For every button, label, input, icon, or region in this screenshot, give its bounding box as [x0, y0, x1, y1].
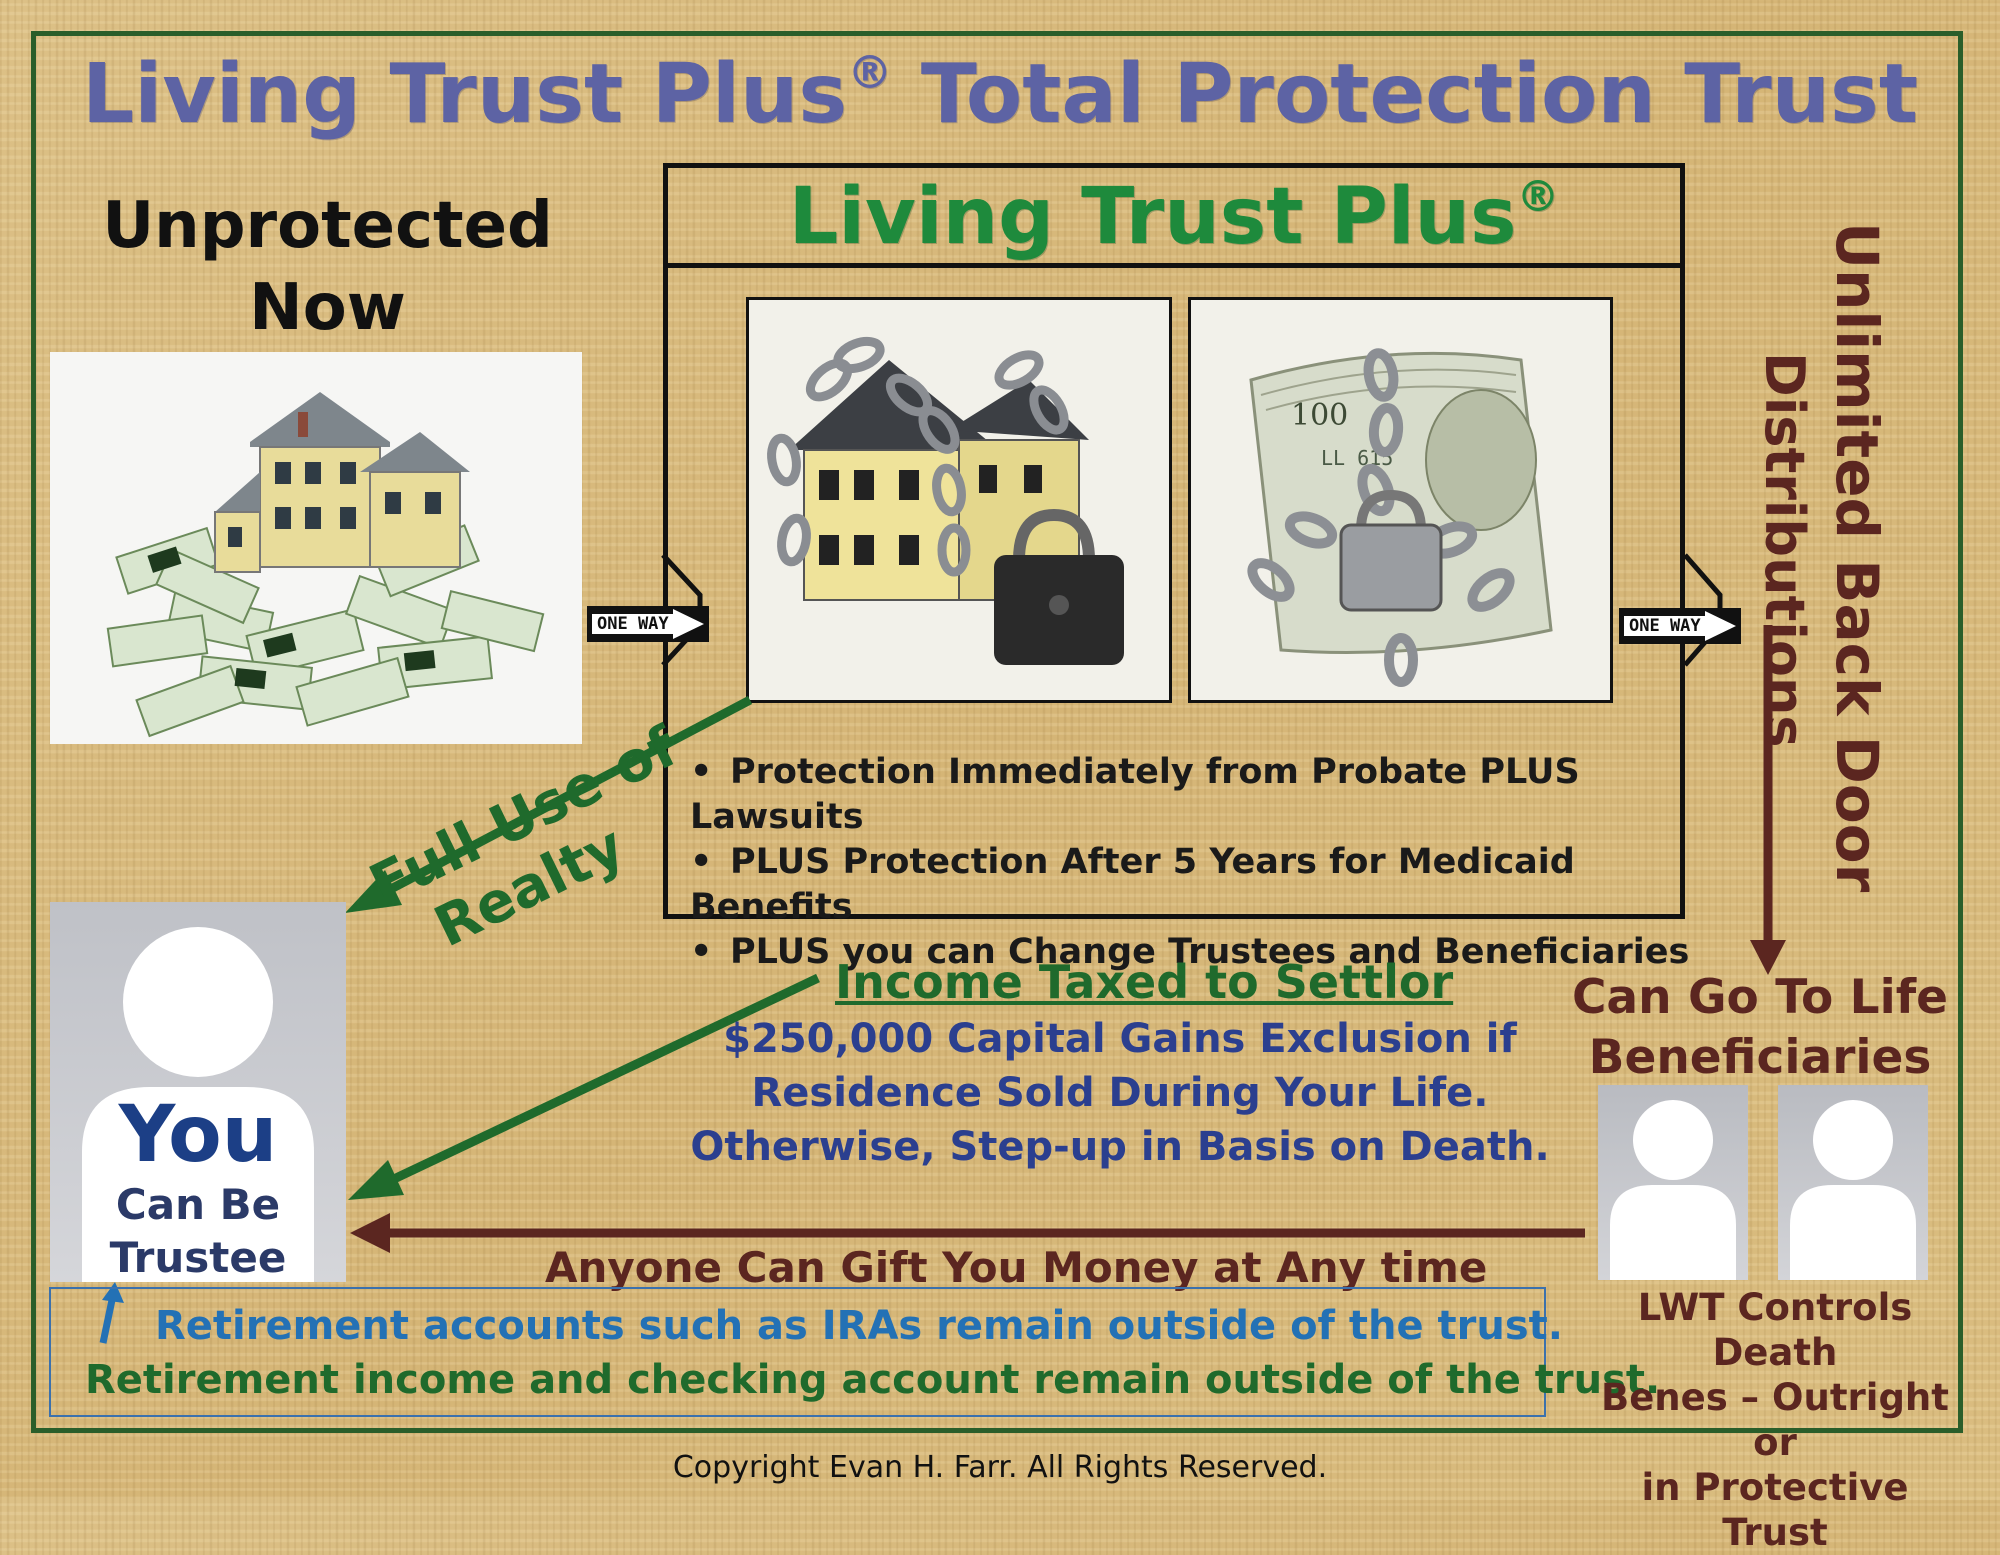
- title-main: Living Trust Plus: [81, 46, 848, 142]
- trust-benefits-list: Protection Immediately from Probate PLUS…: [690, 750, 1690, 975]
- one-way-sign-right: ONE WAY: [1619, 608, 1741, 644]
- unprotected-line1: Unprotected: [102, 189, 553, 263]
- one-way-sign-left: ONE WAY: [587, 606, 709, 642]
- title-registered-mark: ®: [847, 46, 893, 99]
- chained-house-photo: [746, 297, 1172, 703]
- lwt-line1: LWT Controls Death: [1637, 1286, 1913, 1374]
- one-way-sign-left-graphic: [592, 609, 704, 639]
- house-on-money-photo: [50, 352, 582, 744]
- back-door-line1: Unlimited Back Door: [1823, 222, 1891, 893]
- can-be-line2: Trustee: [109, 1233, 287, 1282]
- income-arrow-line: [373, 973, 820, 1193]
- chained-money-photo: 100 LL 615: [1188, 297, 1613, 703]
- can-be-line1: Can Be: [115, 1180, 281, 1229]
- unprotected-heading: Unprotected Now: [100, 185, 555, 349]
- retire-arrow-line: [99, 1299, 116, 1344]
- back-door-label: Unlimited Back Door Distributions: [1645, 222, 1945, 922]
- trust-box-registered-mark: ®: [1516, 172, 1560, 222]
- benefit-item: PLUS Protection After 5 Years for Medica…: [690, 840, 1690, 930]
- back-door-line2: Distributions: [1753, 352, 1816, 748]
- back-door-arrow-head: [1750, 940, 1786, 975]
- svg-text:100: 100: [1291, 398, 1348, 433]
- house-money-illustration: [106, 392, 545, 738]
- one-way-sign-right-graphic: [1624, 611, 1736, 641]
- full-use-arrow-line: [367, 696, 753, 904]
- one-way-sign-left-text: ONE WAY: [597, 614, 669, 634]
- you-label: You: [118, 1090, 278, 1180]
- gift-arrow-head: [350, 1213, 390, 1253]
- income-taxed-heading: Income Taxed to Settlor: [835, 955, 1454, 1009]
- income-details: $250,000 Capital Gains Exclusion if Resi…: [690, 1012, 1550, 1174]
- trust-box-title-text: Living Trust Plus: [788, 172, 1517, 263]
- beneficiaries-line1: Can Go To Life: [1571, 970, 1949, 1025]
- income-line1: $250,000 Capital Gains Exclusion if: [723, 1016, 1517, 1062]
- connector-arrows: [99, 553, 1786, 1344]
- full-use-arrow-head: [345, 870, 402, 913]
- can-be-trustee-label: Can Be Trustee: [50, 1178, 346, 1284]
- outer-frame: [31, 31, 1963, 1433]
- retirement-line2: Retirement income and checking account r…: [85, 1357, 1661, 1403]
- retirement-box: [49, 1287, 1546, 1417]
- benefit-item: PLUS you can Change Trustees and Benefic…: [690, 930, 1690, 975]
- chained-house-illustration: [767, 336, 1124, 665]
- unprotected-line2: Now: [249, 271, 406, 345]
- lwt-line2: Benes – Outright or: [1601, 1376, 1949, 1464]
- income-arrow-head: [348, 1160, 404, 1200]
- life-beneficiaries-label: Can Go To Life Beneficiaries: [1560, 968, 1960, 1088]
- beneficiary-avatar: [1778, 1085, 1928, 1280]
- title-rest: Total Protection Trust: [892, 46, 1919, 142]
- you-avatar-panel: [50, 902, 346, 1282]
- one-way-sign-right-text: ONE WAY: [1629, 616, 1701, 636]
- beneficiary-avatar: [1598, 1085, 1748, 1280]
- chained-money-illustration: 100 LL 615: [1247, 348, 1553, 687]
- benefit-item: Protection Immediately from Probate PLUS…: [690, 750, 1690, 840]
- page-title: Living Trust Plus® Total Protection Trus…: [0, 46, 2000, 142]
- trust-box-title: Living Trust Plus®: [663, 172, 1685, 262]
- trust-box-title-divider: [663, 263, 1685, 268]
- person-silhouette-icon: [1790, 1100, 1916, 1280]
- income-line2: Residence Sold During Your Life.: [751, 1070, 1489, 1116]
- beneficiaries-line2: Beneficiaries: [1588, 1030, 1932, 1085]
- person-silhouette-icon: [1610, 1100, 1736, 1280]
- retirement-line1: Retirement accounts such as IRAs remain …: [155, 1303, 1563, 1349]
- lwt-controls-label: LWT Controls Death Benes – Outright or i…: [1585, 1285, 1965, 1555]
- income-line3: Otherwise, Step-up in Basis on Death.: [690, 1124, 1550, 1170]
- gift-label: Anyone Can Gift You Money at Any time: [545, 1243, 1488, 1292]
- copyright-notice: Copyright Evan H. Farr. All Rights Reser…: [672, 1450, 1328, 1485]
- retire-arrow-head: [102, 1282, 124, 1303]
- person-silhouette-icon: [82, 927, 314, 1282]
